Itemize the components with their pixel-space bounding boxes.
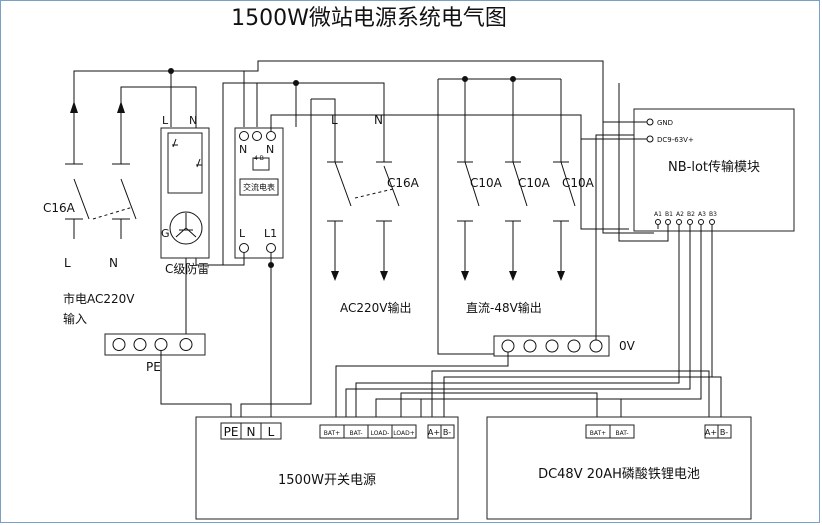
dc-breaker-3: C10A <box>562 176 595 190</box>
mains-source-label-2: 输入 <box>63 311 87 326</box>
nb-module-label: NB-lot传输模块 <box>668 159 760 175</box>
meter-top-left: N <box>239 143 247 156</box>
battery-label: DC48V 20AH磷酸铁锂电池 <box>538 467 700 482</box>
psu-terminal-n: N <box>247 425 256 439</box>
meter-bottom-left: L <box>239 227 246 240</box>
ac-out-terminal-l: L <box>331 113 338 127</box>
nb-pin-a2: A2 <box>676 211 684 218</box>
psu-port-bat-plus: BAT+ <box>324 430 340 437</box>
nb-pin-a3: A3 <box>698 211 706 218</box>
power-supply <box>195 416 459 520</box>
diagram-title: 1500W微站电源系统电气图 <box>231 6 507 31</box>
ac-out-breaker-rating: C16A <box>387 176 420 190</box>
meter-bottom-right: L1 <box>264 227 277 240</box>
psu-port-bat-minus: BAT- <box>349 430 362 437</box>
mains-terminal-l: L <box>64 256 71 270</box>
mains-terminal-n: N <box>109 256 118 270</box>
battery <box>486 416 752 520</box>
nb-pin-b1: B1 <box>665 211 673 218</box>
battery-port-bat-minus: BAT- <box>615 430 628 437</box>
spd-ground-label: G <box>161 227 170 240</box>
nb-pin-gnd: GND <box>657 119 673 127</box>
mains-input-wiring <box>65 68 258 266</box>
psu-terminal-pe: PE <box>224 425 239 439</box>
zero-volt-label: 0V <box>619 339 636 353</box>
nb-pin-a1: A1 <box>654 211 662 218</box>
meter-top-right: N <box>266 143 274 156</box>
psu-bus-a: A+ <box>428 428 440 437</box>
meter-top-tag: 4 B <box>254 155 264 162</box>
ac-output-label: AC220V输出 <box>340 300 412 315</box>
nb-pin-b3: B3 <box>709 211 717 218</box>
pe-bar-label: PE <box>146 360 161 374</box>
spd-terminal-l: L <box>162 114 169 127</box>
battery-bus-b: B- <box>720 428 728 437</box>
battery-wiring <box>400 370 712 417</box>
battery-bus-a: A+ <box>705 428 717 437</box>
ac-out-terminal-n: N <box>374 113 383 127</box>
psu-port-load-minus: LOAD- <box>371 430 390 437</box>
spd-terminal-n: N <box>189 114 197 127</box>
dc-output-breakers <box>437 76 576 355</box>
psu-terminal-l: L <box>268 425 275 439</box>
pe-bar <box>104 333 232 417</box>
nb-pin-b2: B2 <box>687 211 695 218</box>
psu-port-load-plus: LOAD+ <box>393 430 415 437</box>
energy-meter <box>223 114 629 268</box>
dc-output-label: 直流-48V输出 <box>466 300 542 315</box>
dc-breaker-1: C10A <box>470 176 503 190</box>
zero-volt-bar <box>335 134 634 417</box>
psu-bus-b: B- <box>443 428 451 437</box>
nb-iot-module <box>345 83 795 417</box>
mains-source-label: 市电AC220V <box>63 291 135 306</box>
dc-breaker-2: C10A <box>518 176 551 190</box>
nb-pin-power: DC9-63V+ <box>657 136 694 144</box>
battery-port-bat-plus: BAT+ <box>590 430 606 437</box>
psu-label: 1500W开关电源 <box>278 473 376 488</box>
meter-label: 交流电表 <box>243 182 275 192</box>
mains-breaker-rating: C16A <box>43 201 76 215</box>
spd-label: C级防雷 <box>165 261 209 276</box>
ac-output-breaker <box>327 131 400 281</box>
surge-protector <box>160 127 210 334</box>
